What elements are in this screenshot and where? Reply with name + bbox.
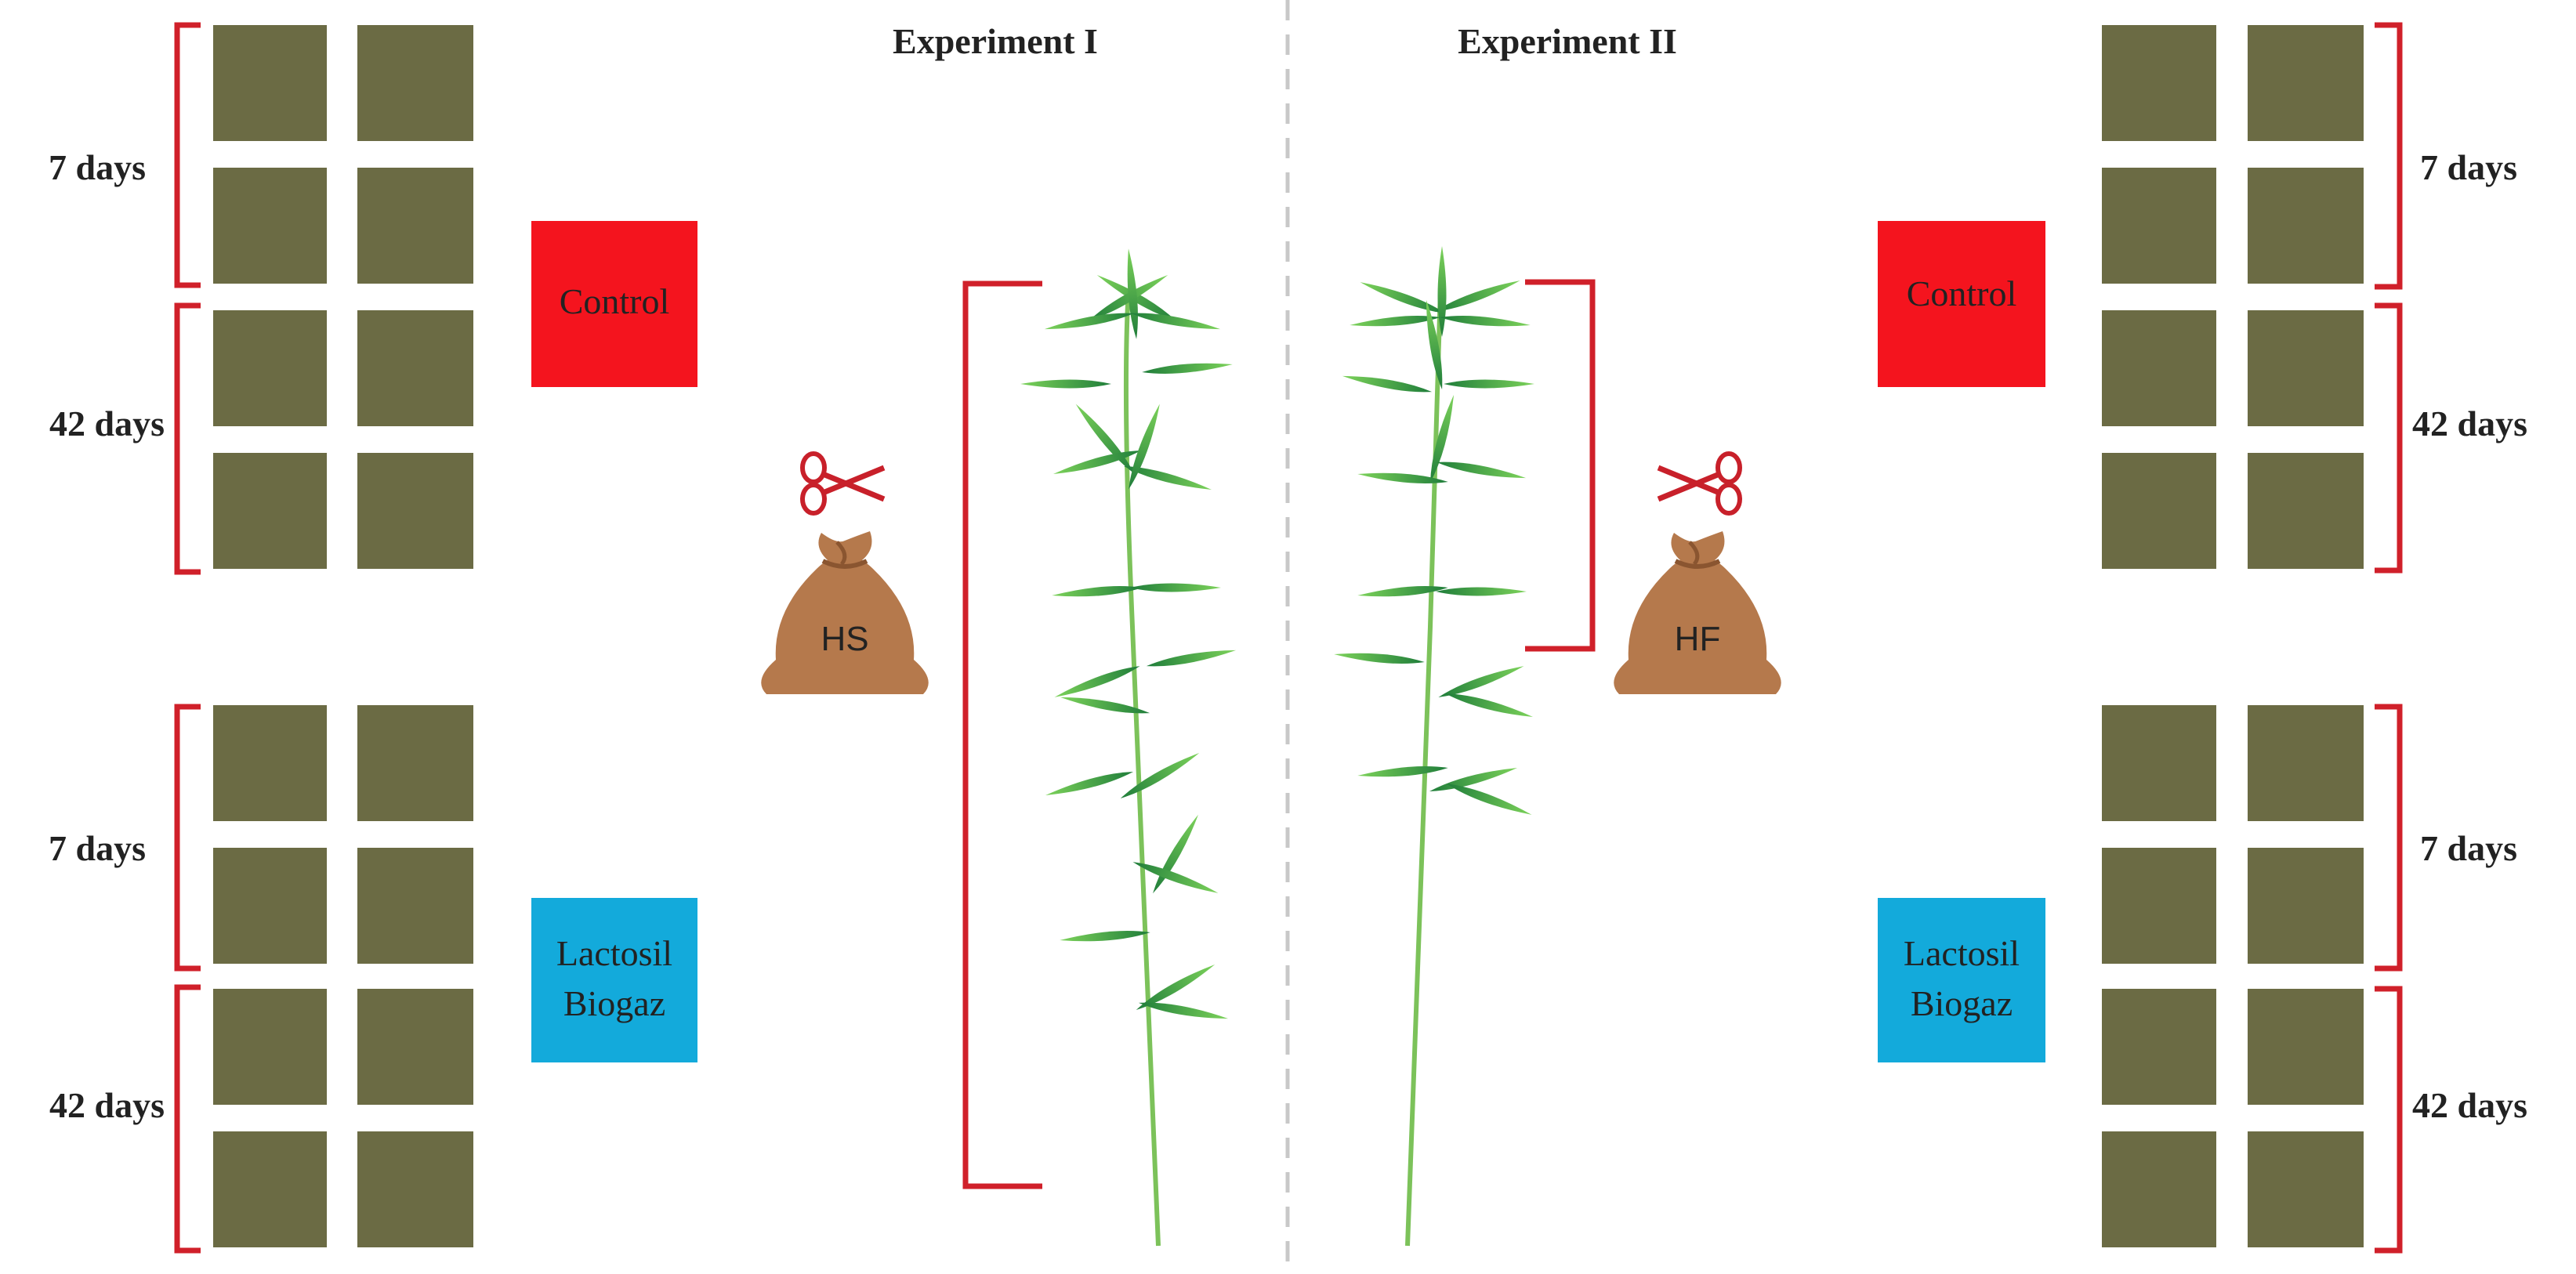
sample-square	[2102, 310, 2216, 426]
period-label-42-days: 42 days	[2412, 1085, 2527, 1125]
sample-square	[2102, 453, 2216, 569]
period-label-42-days: 42 days	[2412, 404, 2527, 443]
treatment-box	[531, 898, 697, 1062]
sack-label: HF	[1675, 620, 1721, 658]
sample-square	[2248, 705, 2364, 821]
left-sample-grid-control	[213, 25, 473, 569]
plant-bracket	[962, 280, 1042, 1189]
control-label: Control	[560, 281, 670, 321]
bracket	[2375, 986, 2403, 1254]
sack-icon: HF	[1614, 531, 1781, 694]
sample-square	[213, 989, 327, 1105]
scissors-icon	[800, 451, 886, 516]
hemp-plant-icon	[1020, 248, 1237, 1247]
experiment-2-title: Experiment II	[1458, 21, 1677, 61]
period-label-42-days: 42 days	[49, 404, 165, 443]
sample-square	[213, 168, 327, 284]
sack-label: HS	[821, 620, 868, 658]
left-sample-grid-treatment	[213, 705, 473, 1247]
experiment-1-title: Experiment I	[893, 21, 1098, 61]
right-period-labels: 7 days 42 days 7 days 42 days	[2412, 147, 2527, 1125]
sample-square	[2102, 848, 2216, 964]
hemp-plant-icon	[1333, 246, 1534, 1247]
bracket	[2375, 704, 2403, 972]
left-period-labels: 7 days 42 days 7 days 42 days	[49, 147, 165, 1125]
control-label: Control	[1907, 273, 2017, 313]
bracket	[174, 704, 201, 972]
sample-square	[357, 848, 473, 964]
bracket	[2375, 22, 2403, 290]
sample-square	[2248, 168, 2364, 284]
period-label-42-days: 42 days	[49, 1085, 165, 1125]
sample-square	[357, 989, 473, 1105]
sample-square	[2248, 1131, 2364, 1247]
sample-square	[2102, 705, 2216, 821]
sample-square	[2248, 25, 2364, 141]
sample-square	[357, 168, 473, 284]
sample-square	[357, 1131, 473, 1247]
bracket	[174, 984, 201, 1254]
treatment-label-line2: Biogaz	[563, 983, 665, 1023]
sample-square	[213, 848, 327, 964]
sample-square	[357, 705, 473, 821]
sack-icon: HS	[761, 531, 929, 694]
bracket	[174, 302, 201, 575]
sample-square	[213, 453, 327, 569]
control-box	[1878, 221, 2045, 387]
bracket	[2375, 302, 2403, 574]
period-label-7-days: 7 days	[49, 828, 146, 868]
sample-square	[213, 310, 327, 426]
left-period-brackets	[174, 22, 201, 1254]
period-label-7-days: 7 days	[49, 147, 146, 187]
period-label-7-days: 7 days	[2420, 828, 2517, 868]
sample-square	[213, 705, 327, 821]
sample-square	[2248, 310, 2364, 426]
plant-bracket	[1525, 279, 1596, 652]
sample-square	[357, 25, 473, 141]
control-box	[531, 221, 697, 387]
treatment-label-line1: Lactosil	[1904, 933, 2020, 973]
sample-square	[213, 25, 327, 141]
right-sample-grid-treatment	[2102, 705, 2364, 1247]
bracket	[174, 22, 201, 288]
sample-square	[213, 1131, 327, 1247]
sample-square	[2248, 453, 2364, 569]
treatment-box	[1878, 898, 2045, 1062]
sample-square	[2102, 989, 2216, 1105]
sample-square	[2248, 989, 2364, 1105]
sample-square	[357, 453, 473, 569]
sample-square	[357, 310, 473, 426]
sample-square	[2248, 848, 2364, 964]
treatment-label-line1: Lactosil	[556, 933, 672, 973]
scissors-icon	[1657, 451, 1742, 516]
sample-square	[2102, 25, 2216, 141]
period-label-7-days: 7 days	[2420, 147, 2517, 187]
sample-square	[2102, 168, 2216, 284]
right-period-brackets	[2375, 22, 2403, 1254]
treatment-label-line2: Biogaz	[1911, 983, 2013, 1023]
right-sample-grid-control	[2102, 25, 2364, 569]
sample-square	[2102, 1131, 2216, 1247]
